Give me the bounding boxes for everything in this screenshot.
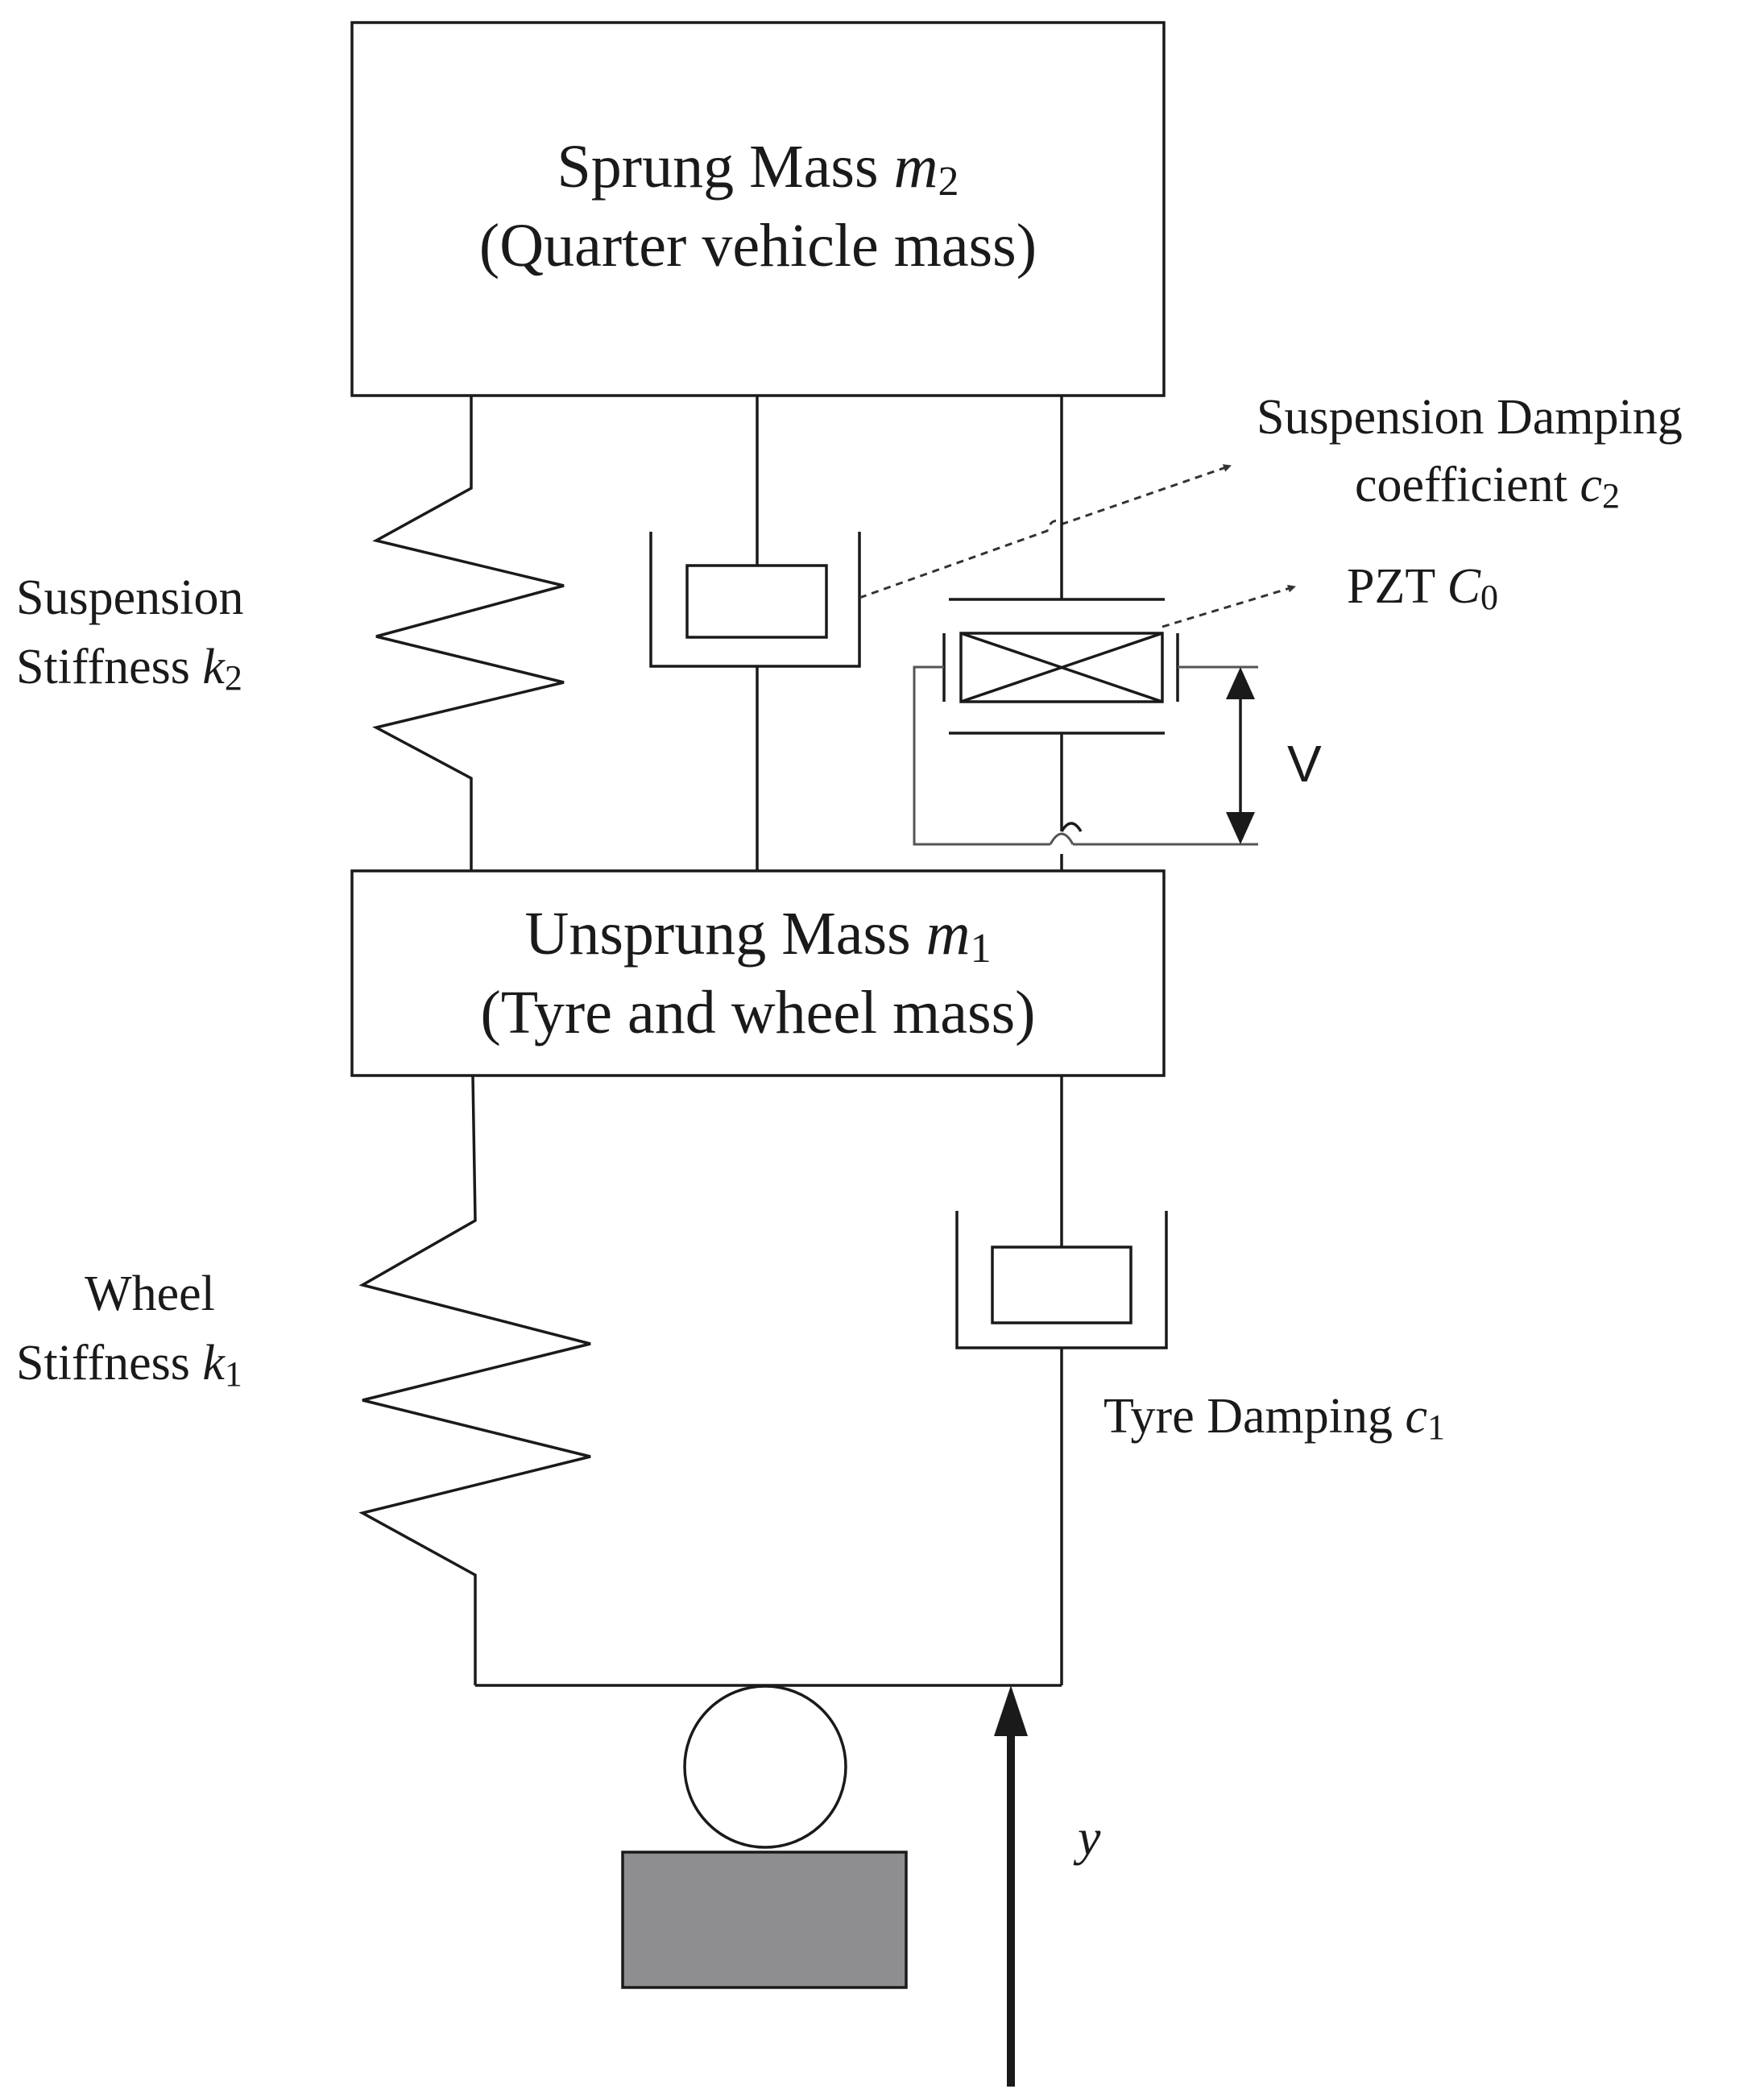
voltage-arrow xyxy=(1226,667,1255,844)
tyre-damping-label: Tyre Damping c1 xyxy=(1104,1389,1445,1447)
suspension-stiffness-label-line2: Stiffness k2 xyxy=(16,640,242,698)
pzt-element xyxy=(942,396,1179,871)
road-contact-wheel xyxy=(683,1685,847,1849)
pzt-circuit xyxy=(913,665,1258,846)
suspension-damping-leader xyxy=(859,464,1232,599)
sprung-mass-title: Sprung Mass m2 xyxy=(557,133,959,205)
suspension-spring xyxy=(372,396,565,871)
suspension-damping-label-line2: coefficient c2 xyxy=(1355,458,1620,516)
tyre-damper xyxy=(955,1076,1168,1685)
sprung-mass-box xyxy=(350,21,1166,397)
voltage-label: V xyxy=(1287,735,1322,793)
road-block xyxy=(621,1851,908,1989)
wheel-stiffness-label-line2: Stiffness k1 xyxy=(16,1336,242,1394)
unsprung-mass-title: Unsprung Mass m1 xyxy=(524,900,991,972)
road-input-label: y xyxy=(1073,1809,1101,1866)
wheel-spring xyxy=(358,1075,591,1685)
sprung-mass-subtitle: (Quarter vehicle mass) xyxy=(479,212,1037,280)
road-input-arrow xyxy=(994,1685,1028,2087)
suspension-damping-label-line1: Suspension Damping xyxy=(1257,390,1683,445)
suspension-damper xyxy=(649,396,861,871)
wheel-stiffness-label-line1: Wheel xyxy=(85,1266,215,1321)
unsprung-mass-box xyxy=(350,869,1166,1077)
pzt-leader xyxy=(1162,584,1296,628)
suspension-stiffness-label-line1: Suspension xyxy=(16,570,243,625)
pzt-label: PZT C0 xyxy=(1347,559,1498,617)
unsprung-mass-subtitle: (Tyre and wheel mass) xyxy=(481,979,1036,1047)
